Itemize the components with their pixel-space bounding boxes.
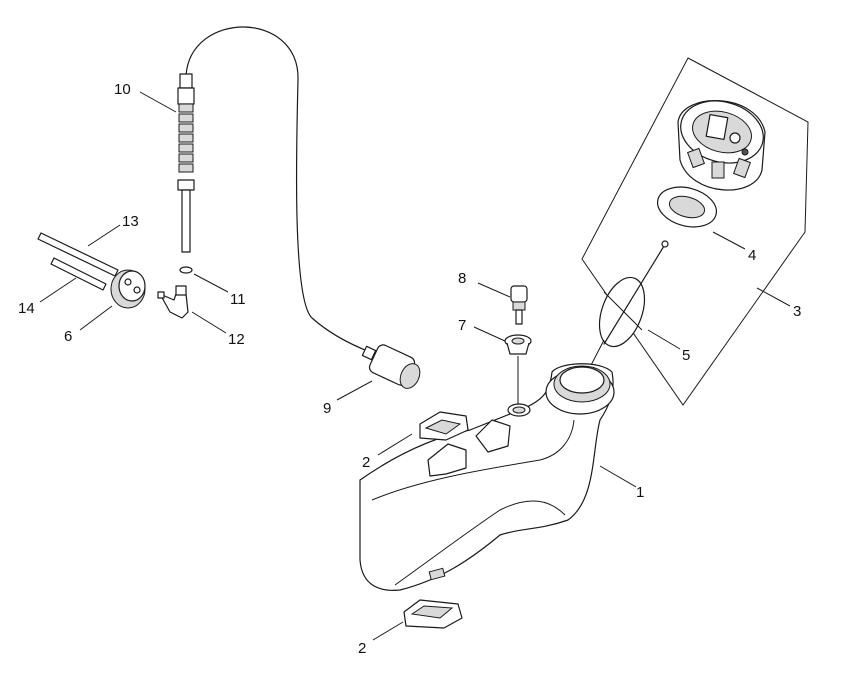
leader-lines: [39, 91, 791, 641]
part-9-fuel-filter: [361, 344, 421, 389]
callout-7: 7: [458, 317, 466, 334]
callout-2-upper: 2: [362, 454, 370, 471]
part-2-mount-upper: [419, 411, 469, 441]
part-7-grommet: [504, 334, 532, 355]
callout-8: 8: [458, 270, 466, 287]
fuel-hose: [185, 26, 371, 353]
part-6-grommet: [110, 269, 146, 309]
part-11-o-ring: [179, 266, 193, 274]
callout-10: 10: [114, 81, 131, 98]
part-4-gasket: [657, 186, 717, 228]
part-8-vent: [510, 285, 528, 325]
callout-3: 3: [793, 303, 801, 320]
callout-9: 9: [323, 400, 331, 417]
part-3-fuel-cap: [677, 100, 766, 191]
part-5-fuel-strainer: [598, 240, 669, 348]
callout-2-lower: 2: [358, 640, 366, 657]
part-12-elbow-fitting: [157, 285, 189, 319]
callout-1: 1: [636, 484, 644, 501]
callout-12: 12: [228, 331, 245, 348]
callout-14: 14: [18, 300, 35, 317]
cap-assembly-group-outline: [581, 57, 809, 406]
part-1-fuel-tank: [359, 363, 615, 591]
callout-5: 5: [682, 347, 690, 364]
callout-13: 13: [122, 213, 139, 230]
callout-11: 11: [230, 291, 246, 308]
callout-4: 4: [748, 247, 756, 264]
part-2-mount-lower: [403, 599, 463, 629]
callout-6: 6: [64, 328, 72, 345]
part-10-fuel-pickup: [177, 73, 195, 253]
part-14-tube: [50, 257, 107, 291]
